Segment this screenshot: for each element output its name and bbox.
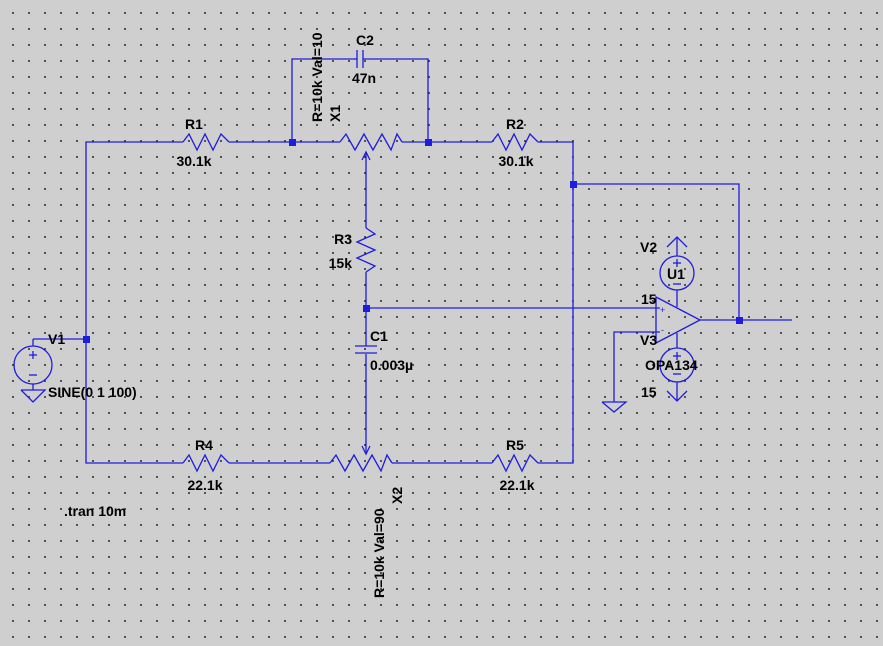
potentiometer-symbol bbox=[329, 453, 393, 473]
wire-opamp-inv-gnd bbox=[613, 331, 660, 402]
r3-value: 15k bbox=[329, 255, 353, 271]
wire-feedback bbox=[573, 183, 740, 320]
wiper-arrow-icon bbox=[361, 445, 371, 456]
x1-name: X1 bbox=[327, 105, 343, 122]
potentiometer-symbol bbox=[339, 132, 403, 152]
c1-value: 0.003µ bbox=[370, 357, 413, 373]
resistor-symbol bbox=[182, 453, 230, 473]
wire-c2-left bbox=[291, 58, 354, 142]
r4-value: 22.1k bbox=[187, 477, 222, 493]
voltage-source-v1[interactable] bbox=[13, 339, 53, 403]
ground-icon bbox=[601, 401, 628, 413]
capacitor-c1[interactable] bbox=[355, 345, 377, 354]
noninverting-mark: + bbox=[660, 305, 665, 315]
inverting-mark: - bbox=[661, 325, 664, 335]
r2-name: R2 bbox=[506, 116, 524, 132]
supply-arrow-icon bbox=[666, 390, 688, 402]
junction-x1-right bbox=[425, 139, 432, 146]
junction-feedback bbox=[570, 181, 577, 188]
ground-icon bbox=[20, 389, 47, 403]
opamp-triangle bbox=[655, 295, 702, 345]
wire-r2-right bbox=[538, 141, 574, 464]
c2-name: C2 bbox=[356, 32, 374, 48]
v3-value: 15 bbox=[641, 384, 657, 400]
u1-value: OPA134 bbox=[645, 357, 698, 373]
potentiometer-x1[interactable] bbox=[339, 132, 403, 166]
c2-value: 47n bbox=[352, 70, 376, 86]
capacitor-c2[interactable] bbox=[354, 50, 366, 68]
wire-r1-left bbox=[85, 141, 183, 339]
r1-value: 30.1k bbox=[176, 153, 211, 169]
u1-name: U1 bbox=[667, 266, 685, 282]
x2-name: X2 bbox=[389, 487, 405, 504]
resistor-r4[interactable] bbox=[182, 453, 230, 473]
tran-directive[interactable]: .tran 10m bbox=[64, 503, 126, 519]
wire-c2-right bbox=[366, 58, 429, 142]
wiper-arrow-icon bbox=[361, 150, 371, 161]
r5-value: 22.1k bbox=[499, 477, 534, 493]
junction-x1-left bbox=[289, 139, 296, 146]
supply-source-icon bbox=[659, 255, 695, 291]
x2-value: R=10k Val=90 bbox=[371, 508, 387, 598]
r3-name: R3 bbox=[334, 231, 352, 247]
v1-value: SINE(0 1 100) bbox=[48, 384, 137, 400]
r5-name: R5 bbox=[506, 437, 524, 453]
voltage-source-v2[interactable] bbox=[659, 236, 695, 291]
v3-name: V3 bbox=[640, 332, 657, 348]
resistor-r5[interactable] bbox=[491, 453, 539, 473]
resistor-r3[interactable] bbox=[355, 227, 377, 273]
resistor-symbol bbox=[491, 453, 539, 473]
junctions bbox=[83, 139, 743, 343]
wire-r4-left bbox=[85, 339, 183, 464]
r1-name: R1 bbox=[185, 116, 203, 132]
junction-output bbox=[736, 317, 743, 324]
labels: R1 30.1k R2 30.1k R3 15k R4 22.1k R5 22.… bbox=[48, 32, 698, 598]
resistor-symbol bbox=[491, 132, 539, 152]
potentiometer-x2[interactable] bbox=[329, 442, 393, 473]
opamp-u1[interactable]: + - bbox=[655, 295, 702, 345]
wires bbox=[33, 58, 792, 464]
junction-center bbox=[363, 305, 370, 312]
resistor-r1[interactable] bbox=[182, 132, 230, 152]
x1-value: R=10k Val=10 bbox=[309, 32, 325, 122]
v2-name: V2 bbox=[640, 239, 657, 255]
c1-name: C1 bbox=[370, 328, 388, 344]
r2-value: 30.1k bbox=[498, 153, 533, 169]
v2-value: 15 bbox=[641, 291, 657, 307]
v1-name: V1 bbox=[48, 331, 65, 347]
junction-v1 bbox=[83, 336, 90, 343]
voltage-source-v3[interactable] bbox=[659, 347, 695, 402]
r4-name: R4 bbox=[195, 437, 213, 453]
resistor-r2[interactable] bbox=[491, 132, 539, 152]
resistor-symbol bbox=[182, 132, 230, 152]
resistor-symbol bbox=[355, 227, 377, 273]
